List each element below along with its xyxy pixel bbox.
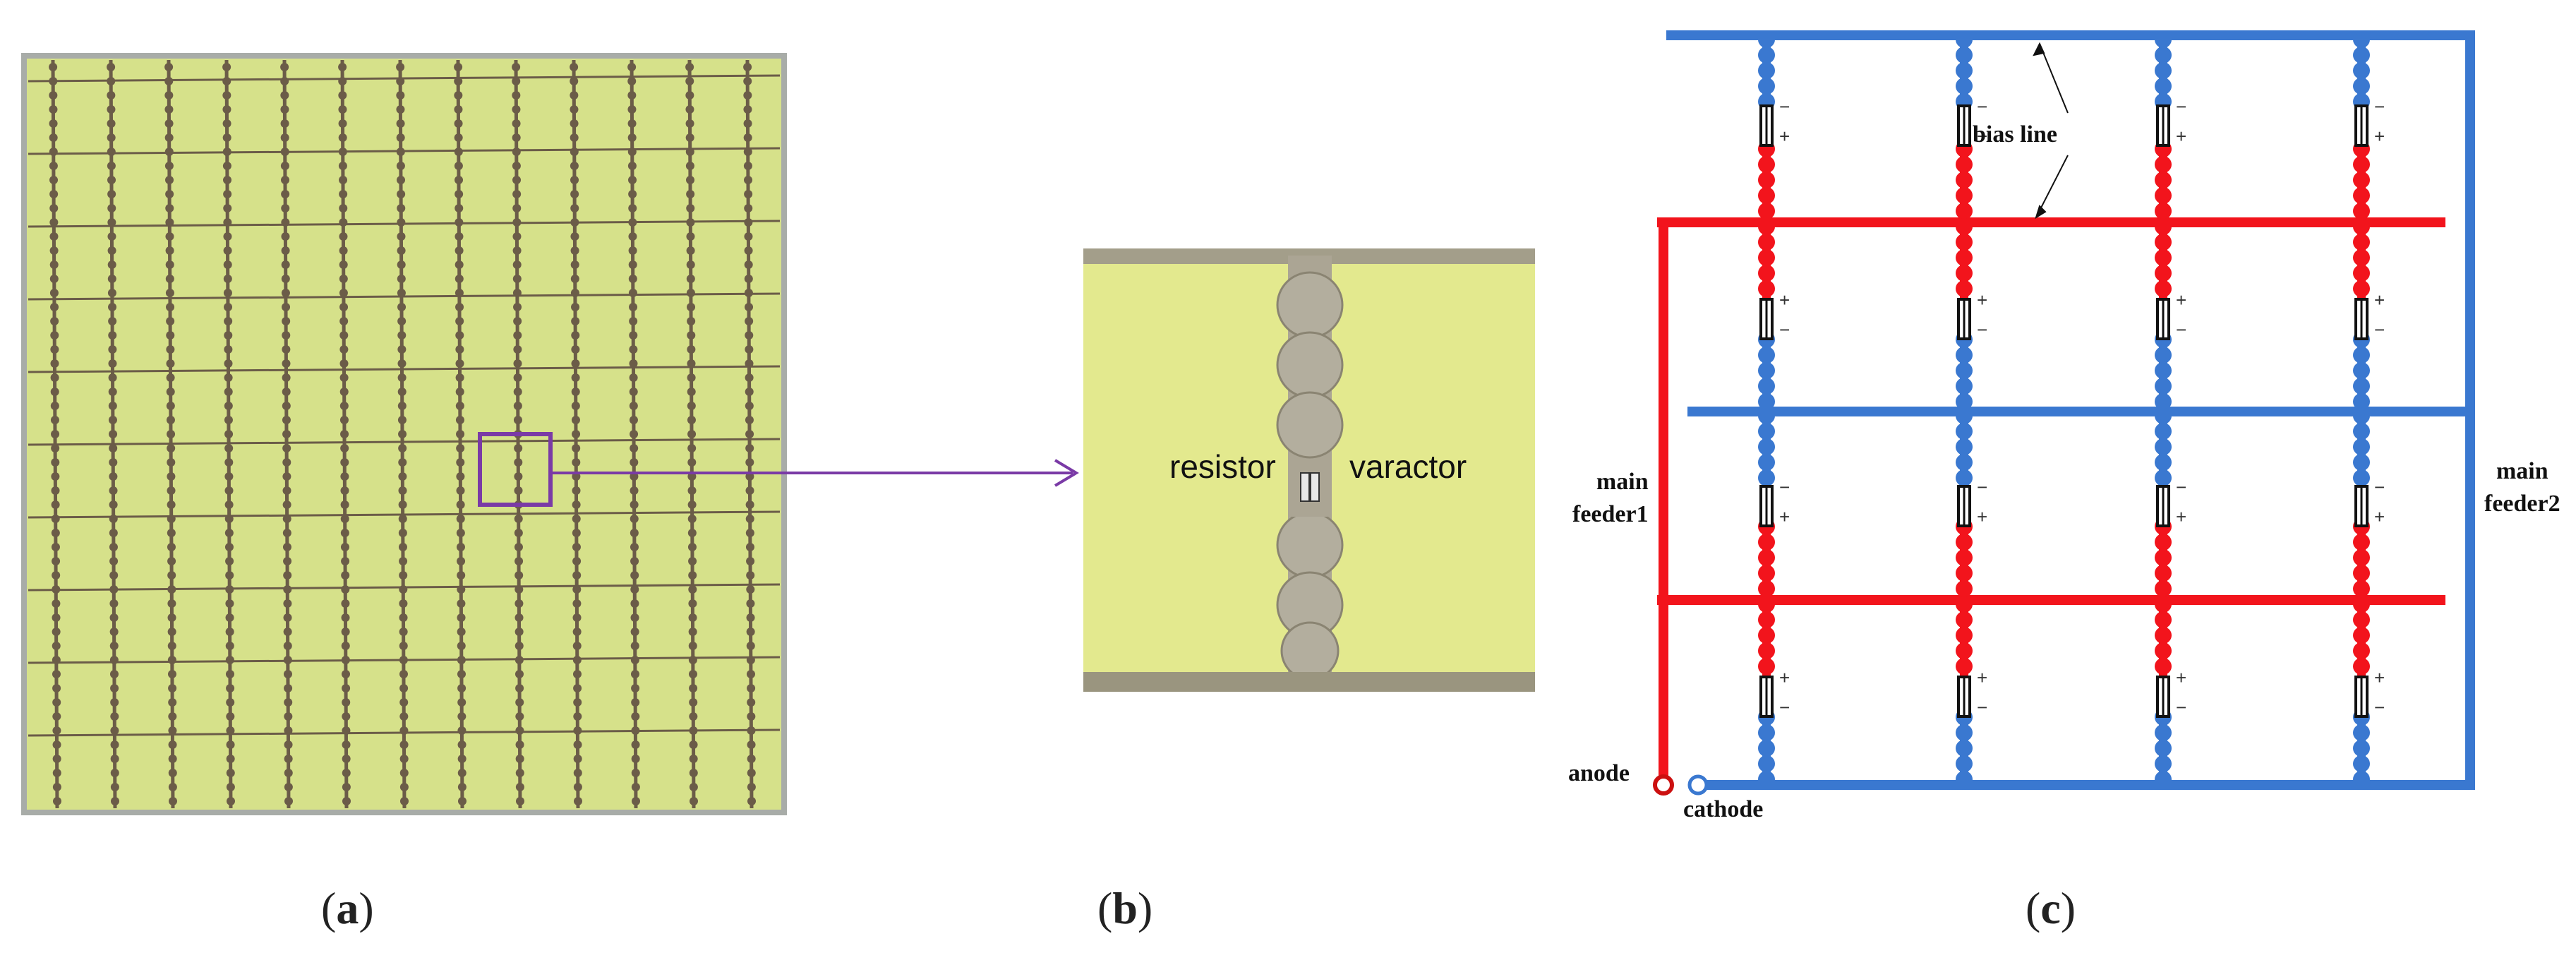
plus-sign: + (2176, 667, 2186, 688)
board-bias-line (28, 74, 781, 83)
main-feeder2-line2: feeder2 (2484, 491, 2560, 517)
minus-sign: − (1977, 319, 1987, 340)
minus-sign: − (2176, 319, 2186, 340)
board-bias-line (28, 292, 781, 301)
plus-sign: + (2176, 126, 2186, 147)
plus-sign: + (1779, 289, 1790, 311)
board-varactor-column (454, 59, 467, 809)
minus-sign: − (1779, 96, 1790, 117)
minus-sign: − (2374, 96, 2385, 117)
board-photo (21, 53, 787, 815)
varactor-column (2155, 31, 2172, 789)
minus-sign: − (1779, 319, 1790, 340)
plus-sign: + (1977, 506, 1987, 527)
board-varactor-column (107, 59, 119, 809)
minus-sign: − (1977, 476, 1987, 498)
minus-sign: − (1779, 697, 1790, 718)
plus-sign: + (2374, 667, 2385, 688)
bias-network-diagram: − + + − − + + − − + + − − + + − − + + − − + + − − + + − − + + − (1653, 30, 2475, 796)
board-varactor-column (512, 59, 524, 809)
main-feeder2-label: main feeder2 (2484, 455, 2560, 520)
plus-sign: + (2374, 289, 2385, 311)
board-varactor-column (743, 59, 756, 809)
board-varactor-column (338, 59, 351, 809)
caption-b: (b) (1097, 883, 1153, 933)
bias-line-pointer (2033, 42, 2069, 220)
caption-a: (a) (321, 883, 374, 933)
plus-sign: + (1779, 126, 1790, 147)
varactor-label: varactor (1349, 448, 1467, 485)
main-feeder1-label: main feeder1 (1572, 466, 1649, 531)
minus-sign: − (2374, 697, 2385, 718)
minus-sign: − (2176, 476, 2186, 498)
minus-sign: − (2176, 697, 2186, 718)
minus-sign: − (1977, 96, 1987, 117)
callout-arrow (550, 459, 1079, 487)
board-bias-line (28, 365, 781, 373)
minus-sign: − (2176, 96, 2186, 117)
resistor-label: resistor (1169, 448, 1276, 485)
plus-sign: + (1977, 667, 1987, 688)
minus-sign: − (2374, 319, 2385, 340)
board-varactor-column (396, 59, 409, 809)
panel-c: − + + − − + + − − + + − − + + − − + + − − + + − − + + − − + + − bias li… (1553, 14, 2576, 861)
plus-sign: + (2374, 126, 2385, 147)
caption-c: (c) (2026, 883, 2076, 933)
main-feeder2-line1: main (2496, 458, 2548, 484)
plus-sign: + (2374, 506, 2385, 527)
main-feeder1-line1: main (1596, 469, 1649, 495)
bias-line-label: bias line (1973, 121, 2057, 148)
varactor-column (2353, 31, 2370, 789)
zoomed-cell-photo (1083, 248, 1535, 692)
minus-sign: − (1977, 697, 1987, 718)
panel-b: resistor varactor (1083, 248, 1535, 692)
main-feeder1-line2: feeder1 (1572, 501, 1649, 527)
varactor-column (1758, 31, 1775, 789)
board-varactor-column (627, 59, 640, 809)
panel-a (21, 53, 787, 815)
plus-sign: + (1977, 126, 1987, 147)
cathode-terminal (1687, 774, 1709, 796)
selection-box (478, 432, 553, 507)
board-varactor-column (164, 59, 177, 809)
cathode-label: cathode (1683, 796, 1764, 822)
anode-terminal (1653, 774, 1674, 796)
board-varactor-column (280, 59, 293, 809)
board-varactor-column (685, 59, 698, 809)
board-varactor-column (49, 59, 61, 809)
board-varactor-column (222, 59, 235, 809)
minus-sign: − (1779, 476, 1790, 498)
varactor-column (1956, 31, 1973, 789)
plus-sign: + (1977, 289, 1987, 311)
minus-sign: − (2374, 476, 2385, 498)
plus-sign: + (2176, 289, 2186, 311)
anode-label: anode (1568, 760, 1630, 786)
board-varactor-column (570, 59, 582, 809)
plus-sign: + (1779, 667, 1790, 688)
plus-sign: + (1779, 506, 1790, 527)
plus-sign: + (2176, 506, 2186, 527)
